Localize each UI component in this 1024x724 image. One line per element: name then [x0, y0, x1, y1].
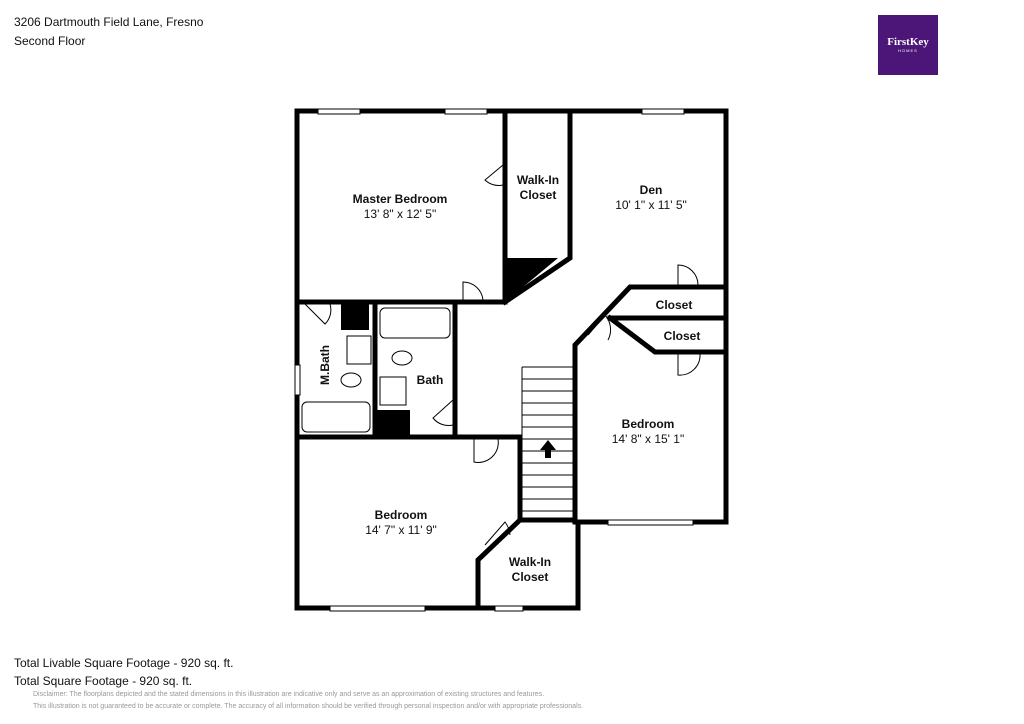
bath-chase: [341, 302, 369, 330]
stairs: [521, 366, 575, 512]
floor-label: Second Floor: [14, 34, 86, 48]
total-sqft: Total Square Footage - 920 sq. ft.: [14, 674, 193, 688]
dims-bedroom-right: 14' 8" x 15' 1": [612, 432, 684, 446]
room-den: Den: [640, 183, 663, 197]
dims-master-bedroom: 13' 8" x 12' 5": [364, 207, 436, 221]
windows: [294, 108, 694, 612]
room-walk-in-closet-bottom-2: Closet: [512, 570, 549, 584]
room-closet-1: Closet: [656, 298, 693, 312]
disclaimer-line-2: This illustration is not guaranteed to b…: [33, 703, 584, 710]
room-m-bath: M.Bath: [318, 345, 332, 385]
stairs-up-arrow-icon: [540, 440, 556, 458]
logo-brand: FirstKey: [887, 36, 929, 48]
dims-den: 10' 1" x 11' 5": [615, 198, 687, 212]
bath-chase: [375, 410, 410, 437]
room-closet-2: Closet: [664, 329, 701, 343]
room-walk-in-closet-top: Walk-In: [517, 173, 559, 187]
room-walk-in-closet-bottom: Walk-In: [509, 555, 551, 569]
doors: [304, 164, 701, 546]
logo-sub: HOMES: [898, 48, 918, 53]
closet-fill: [505, 258, 558, 302]
room-bath: Bath: [417, 373, 444, 387]
address: 3206 Dartmouth Field Lane, Fresno: [14, 15, 204, 29]
firstkey-logo: FirstKey HOMES: [878, 15, 938, 75]
fixtures: [301, 307, 451, 433]
room-bedroom-right: Bedroom: [622, 417, 675, 431]
room-walk-in-closet-top-2: Closet: [520, 188, 557, 202]
room-bedroom-left: Bedroom: [375, 508, 428, 522]
dims-bedroom-left: 14' 7" x 11' 9": [365, 523, 437, 537]
livable-sqft: Total Livable Square Footage - 920 sq. f…: [14, 656, 234, 670]
disclaimer-line-1: Disclaimer: The floorplans depicted and …: [33, 691, 545, 698]
room-master-bedroom: Master Bedroom: [353, 192, 448, 206]
